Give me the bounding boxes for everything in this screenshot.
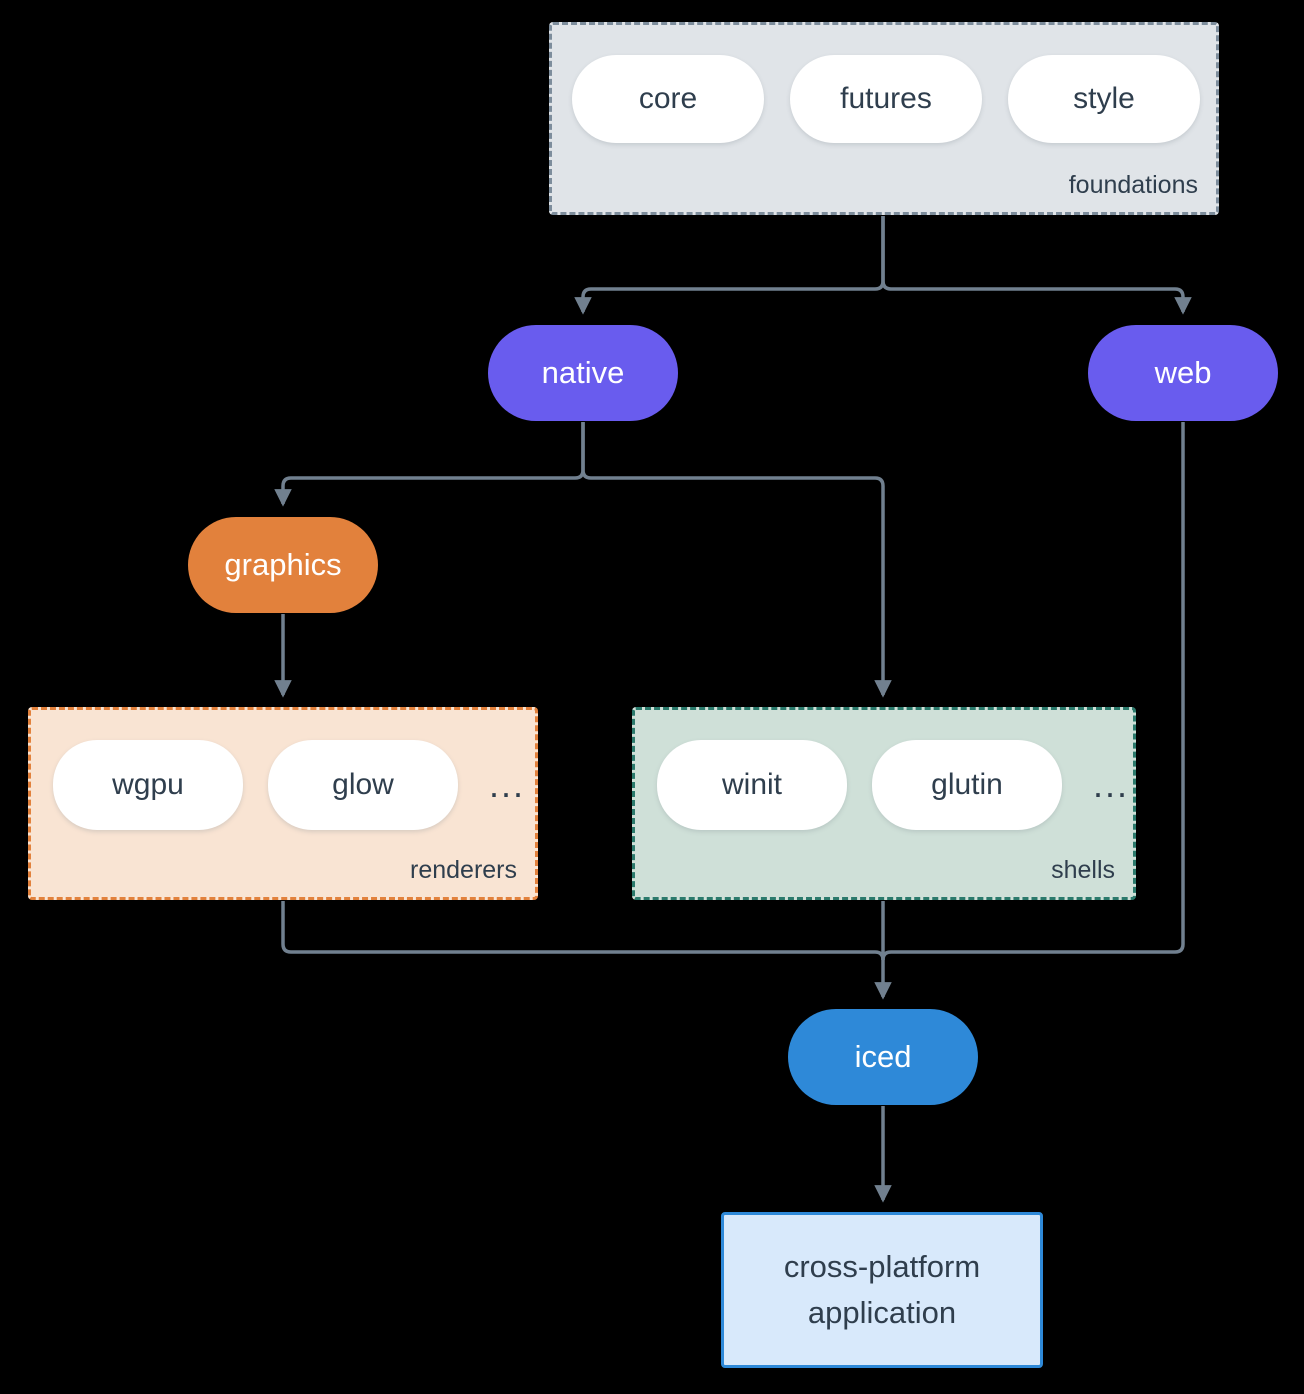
node-futures: futures	[790, 55, 982, 143]
shells-pill-row: winit glutin ...	[635, 710, 1133, 830]
connector-foundations-to-native	[574, 216, 885, 315]
renderers-ellipsis: ...	[489, 764, 526, 805]
node-graphics: graphics	[188, 517, 378, 613]
group-renderers: wgpu glow ... renderers	[28, 707, 538, 900]
group-foundations: core futures style foundations	[549, 22, 1219, 215]
group-renderers-label: renderers	[410, 856, 517, 884]
node-native: native	[488, 325, 678, 421]
node-style: style	[1008, 55, 1200, 143]
shells-ellipsis: ...	[1093, 764, 1130, 805]
node-core: core	[572, 55, 764, 143]
node-application: cross-platform application	[721, 1212, 1043, 1368]
connector-native-to-graphics	[274, 422, 585, 507]
node-wgpu: wgpu	[53, 740, 243, 830]
node-glow: glow	[268, 740, 458, 830]
connector-renderers-merge	[281, 901, 885, 961]
node-web: web	[1088, 325, 1278, 421]
node-winit: winit	[657, 740, 847, 830]
group-foundations-label: foundations	[1068, 171, 1198, 199]
connector-native-to-shells	[581, 422, 892, 698]
group-shells-label: shells	[1051, 856, 1115, 884]
node-glutin: glutin	[872, 740, 1062, 830]
node-iced: iced	[788, 1009, 978, 1105]
renderers-pill-row: wgpu glow ...	[31, 710, 535, 830]
group-shells: winit glutin ... shells	[632, 707, 1136, 900]
connector-foundations-to-web	[881, 216, 1192, 315]
foundations-pill-row: core futures style	[552, 25, 1216, 143]
